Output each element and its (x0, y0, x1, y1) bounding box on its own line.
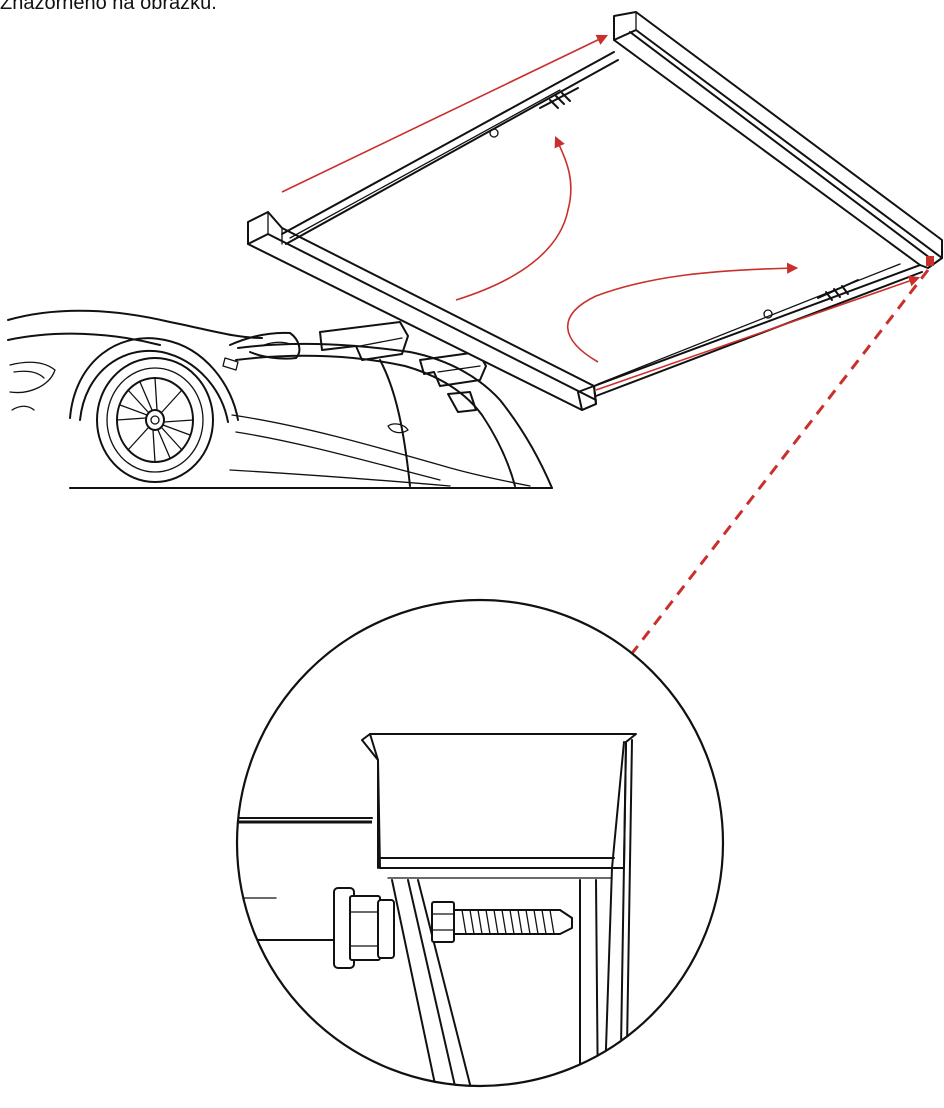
slide-arrow (595, 275, 921, 391)
curved-arrow (566, 262, 799, 363)
slide-arrow (281, 34, 609, 193)
awning-frame (247, 11, 943, 411)
caption-text: Znázorněno na obrázku. (0, 0, 217, 14)
bolt-and-nut (333, 887, 573, 969)
corner-marker (926, 256, 934, 266)
wheel-icon (96, 357, 214, 483)
car-illustration (7, 309, 553, 489)
magnified-corner-detail (235, 598, 725, 1088)
tension-screw (763, 279, 859, 319)
tension-screw (489, 87, 579, 138)
curved-arrow (455, 135, 572, 301)
dashed-leader-line (628, 269, 930, 657)
direction-arrows (281, 34, 930, 657)
